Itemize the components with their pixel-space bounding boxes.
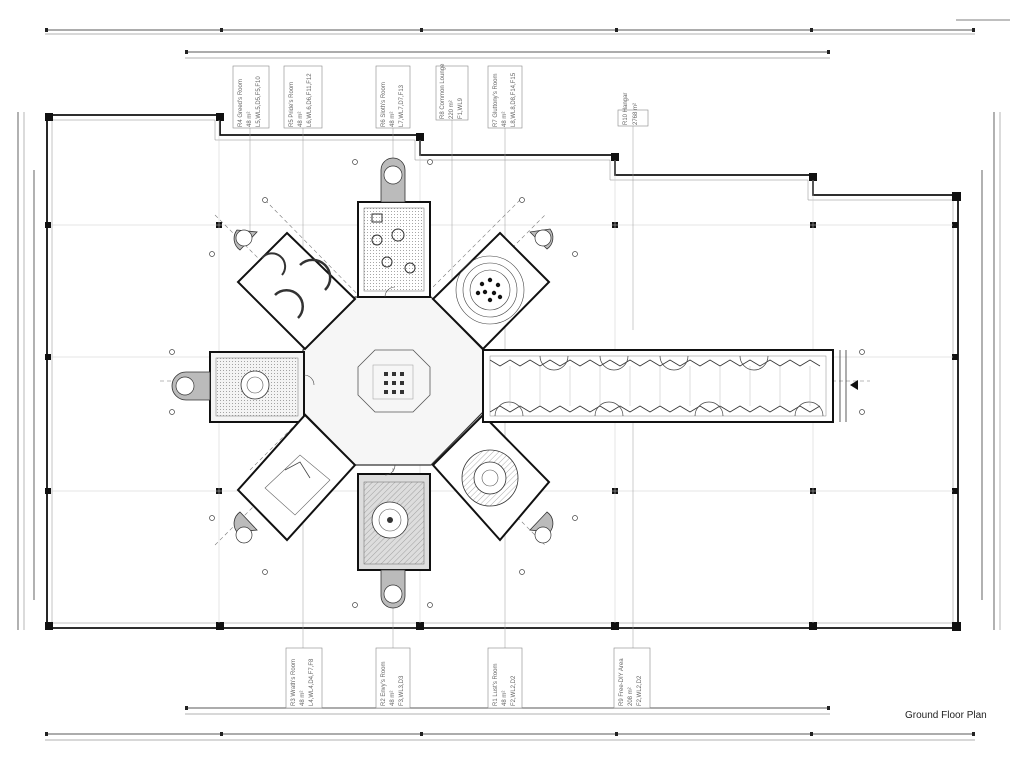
room-greed <box>233 229 357 351</box>
room-label-name: R6 Sloth's Room <box>381 82 387 127</box>
room-label-name: R10 Hangar <box>623 93 629 125</box>
room-label-name: R9 Free-DIY Area <box>619 658 625 706</box>
room-gluttony <box>431 228 554 351</box>
room-label-code: L5,WL5,D5,F5,F10 <box>256 76 262 127</box>
room-label-code: L6,WL6,D6,F11,F12 <box>307 73 313 127</box>
room-label-area: 220 m² <box>449 100 455 119</box>
room-sloth <box>357 157 431 298</box>
room-label-code: F2,WL2,D2 <box>511 675 517 706</box>
room-label-area: 48 m² <box>247 112 253 127</box>
east-corridor <box>482 349 858 423</box>
room-label-area: 48 m² <box>502 112 508 127</box>
room-label-code: L4,WL4,D4,F7,F8 <box>309 658 315 706</box>
room-wrath <box>233 413 357 544</box>
room-label-name: R2 Envy's Room <box>381 662 387 707</box>
room-labels-top: R4 Greed's Room 48 m² L5,WL5,D5,F5,F10 R… <box>232 63 649 129</box>
room-label-code: F3,WL3,D3 <box>399 675 405 706</box>
room-label-name: R8 Common Lounge <box>440 63 446 119</box>
dimension-ticks <box>45 28 975 736</box>
room-label-area: 2768 m² <box>633 103 639 125</box>
room-envy <box>357 473 431 609</box>
room-label-area: 48 m² <box>502 691 508 706</box>
room-label-code: F1,WL9 <box>458 97 464 119</box>
room-label-name: R3 Wrath's Room <box>291 659 297 706</box>
room-label-area: 208 m² <box>628 687 634 706</box>
room-label-area: 48 m² <box>390 112 396 127</box>
room-label-area: 48 m² <box>300 691 306 706</box>
grid-markers <box>169 159 865 608</box>
room-label-area: 48 m² <box>298 112 304 127</box>
room-label-area: 48 m² <box>390 691 396 706</box>
drawing-title: Ground Floor Plan <box>905 710 987 721</box>
room-labels-bottom: R3 Wrath's Room 48 m² L4,WL4,D4,F7,F8 R2… <box>285 647 651 709</box>
room-lust <box>431 413 554 544</box>
door-swings <box>303 286 396 476</box>
room-label-name: R1 Lust's Room <box>493 664 499 707</box>
room-label-code: L7,WL7,D7,F13 <box>399 84 405 127</box>
room-label-code: L8,WL8,D8,F14,F15 <box>511 72 517 127</box>
room-label-code: F2,WL2,D2 <box>637 675 643 706</box>
room-label-name: R4 Greed's Room <box>238 79 244 127</box>
room-label-name: R5 Pride's Room <box>289 82 295 127</box>
room-west <box>171 351 305 423</box>
room-label-name: R7 Gluttony's Room <box>493 73 499 127</box>
